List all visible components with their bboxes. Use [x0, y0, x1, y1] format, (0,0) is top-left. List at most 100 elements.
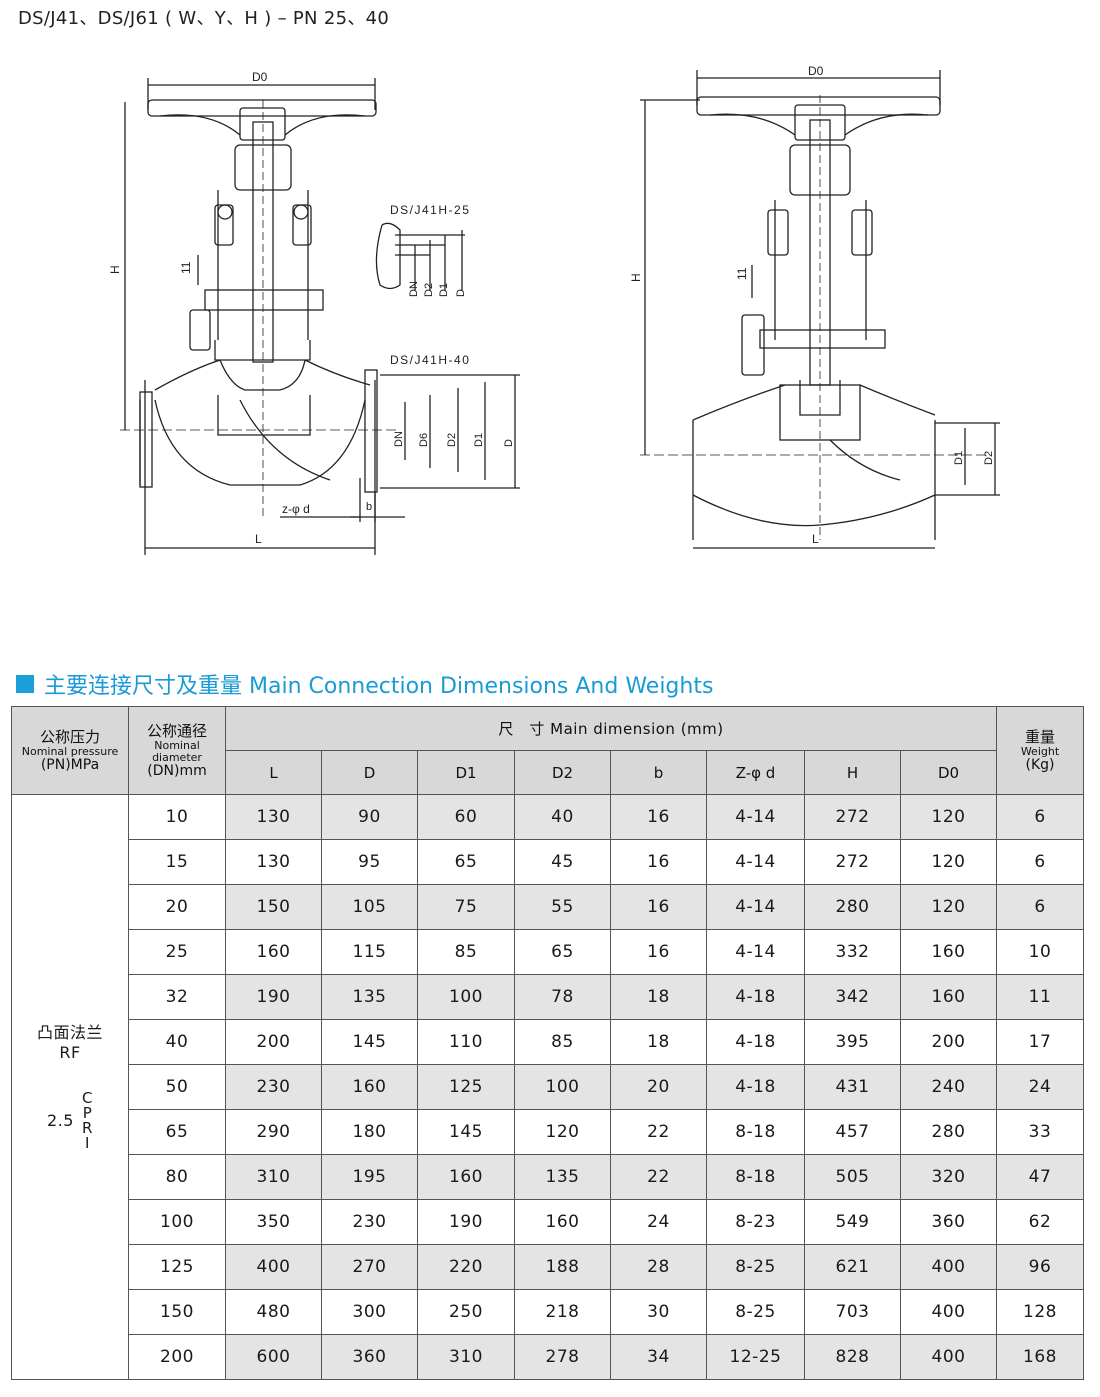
- value-cell: 4-18: [706, 1064, 805, 1110]
- value-cell: 145: [321, 1019, 418, 1065]
- value-cell: 8-25: [706, 1244, 805, 1290]
- left-eleven-label: 11: [179, 261, 193, 274]
- value-cell: 22: [610, 1154, 707, 1200]
- value-cell: 6: [996, 794, 1084, 840]
- value-cell: 4-14: [706, 929, 805, 975]
- diameter-header: 公称通径 Nominal diameter (DN)mm: [128, 706, 226, 795]
- value-cell: 600: [225, 1334, 322, 1380]
- value-cell: 290: [225, 1109, 322, 1155]
- value-cell: 75: [417, 884, 515, 930]
- value-cell: 16: [610, 929, 707, 975]
- value-cell: 18: [610, 974, 707, 1020]
- variant-40-d2: D2: [446, 433, 458, 447]
- col-header-z-phi-d: Z-φ d: [706, 750, 805, 795]
- value-cell: 78: [514, 974, 611, 1020]
- value-cell: 100: [417, 974, 515, 1020]
- value-cell: 400: [225, 1244, 322, 1290]
- valve-drawings: D0 H 11 L z-φ: [108, 64, 1000, 555]
- value-cell: 310: [225, 1154, 322, 1200]
- pressure-header: 公称压力 Nominal pressure (PN)MPa: [11, 706, 129, 795]
- value-cell: 400: [900, 1244, 997, 1290]
- section-title: 主要连接尺寸及重量 Main Connection Dimensions And…: [44, 674, 714, 699]
- value-cell: 60: [417, 794, 515, 840]
- value-cell: 200: [225, 1019, 322, 1065]
- value-cell: 120: [900, 839, 997, 885]
- value-cell: 100: [514, 1064, 611, 1110]
- dn-cell: 20: [128, 884, 226, 930]
- face-type-cn: 凸面法兰: [36, 1023, 103, 1042]
- value-cell: 160: [900, 929, 997, 975]
- value-cell: 6: [996, 884, 1084, 930]
- left-valve-drawing: D0 H 11 L z-φ: [108, 70, 520, 555]
- value-cell: 300: [321, 1289, 418, 1335]
- value-cell: 220: [417, 1244, 515, 1290]
- dn-cell: 200: [128, 1334, 226, 1380]
- col-header-d0: D0: [900, 750, 997, 795]
- dimensions-table-wrapper: 公称压力 Nominal pressure (PN)MPa 公称通径 Nomin…: [11, 706, 1084, 1380]
- value-cell: 24: [996, 1064, 1084, 1110]
- value-cell: 22: [610, 1109, 707, 1155]
- value-cell: 90: [321, 794, 418, 840]
- value-cell: 16: [610, 884, 707, 930]
- value-cell: 703: [804, 1289, 901, 1335]
- value-cell: 188: [514, 1244, 611, 1290]
- value-cell: 20: [610, 1064, 707, 1110]
- value-cell: 8-23: [706, 1199, 805, 1245]
- left-b-label: b: [366, 501, 372, 513]
- value-cell: 505: [804, 1154, 901, 1200]
- value-cell: 115: [321, 929, 418, 975]
- value-cell: 180: [321, 1109, 418, 1155]
- value-cell: 280: [804, 884, 901, 930]
- value-cell: 125: [417, 1064, 515, 1110]
- variant-25-d: D: [455, 289, 467, 297]
- section-heading: 主要连接尺寸及重量 Main Connection Dimensions And…: [16, 668, 713, 700]
- main-dimension-header: 尺 寸 Main dimension (mm): [225, 706, 997, 751]
- value-cell: 360: [321, 1334, 418, 1380]
- right-d2-label: D2: [983, 451, 995, 465]
- variant-25-dn: DN: [408, 281, 420, 297]
- value-cell: 280: [900, 1109, 997, 1155]
- left-zphid-label: z-φ d: [282, 502, 310, 516]
- dimensions-table: 公称压力 Nominal pressure (PN)MPa 公称通径 Nomin…: [11, 706, 1084, 1380]
- value-cell: 6: [996, 839, 1084, 885]
- right-h-label: H: [629, 273, 643, 282]
- value-cell: 4-14: [706, 839, 805, 885]
- variant-40-d6: D6: [418, 433, 430, 447]
- value-cell: 65: [514, 929, 611, 975]
- value-cell: 85: [514, 1019, 611, 1065]
- value-cell: 85: [417, 929, 515, 975]
- document-title: DS/J41、DS/J61 ( W、Y、H ) – PN 25、40: [18, 8, 390, 29]
- value-cell: 332: [804, 929, 901, 975]
- dn-cell: 100: [128, 1199, 226, 1245]
- value-cell: 320: [900, 1154, 997, 1200]
- value-cell: 160: [900, 974, 997, 1020]
- dn-cell: 50: [128, 1064, 226, 1110]
- right-d0-label: D0: [808, 64, 824, 78]
- value-cell: 4-18: [706, 974, 805, 1020]
- value-cell: 190: [417, 1199, 515, 1245]
- value-cell: 120: [514, 1109, 611, 1155]
- value-cell: 431: [804, 1064, 901, 1110]
- value-cell: 230: [225, 1064, 322, 1110]
- dn-cell: 65: [128, 1109, 226, 1155]
- value-cell: 360: [900, 1199, 997, 1245]
- dn-cell: 15: [128, 839, 226, 885]
- value-cell: 272: [804, 839, 901, 885]
- variant-40-d1: D1: [473, 433, 485, 447]
- value-cell: 190: [225, 974, 322, 1020]
- value-cell: 395: [804, 1019, 901, 1065]
- value-cell: 160: [514, 1199, 611, 1245]
- value-cell: 342: [804, 974, 901, 1020]
- value-cell: 200: [900, 1019, 997, 1065]
- value-cell: 8-18: [706, 1154, 805, 1200]
- value-cell: 160: [225, 929, 322, 975]
